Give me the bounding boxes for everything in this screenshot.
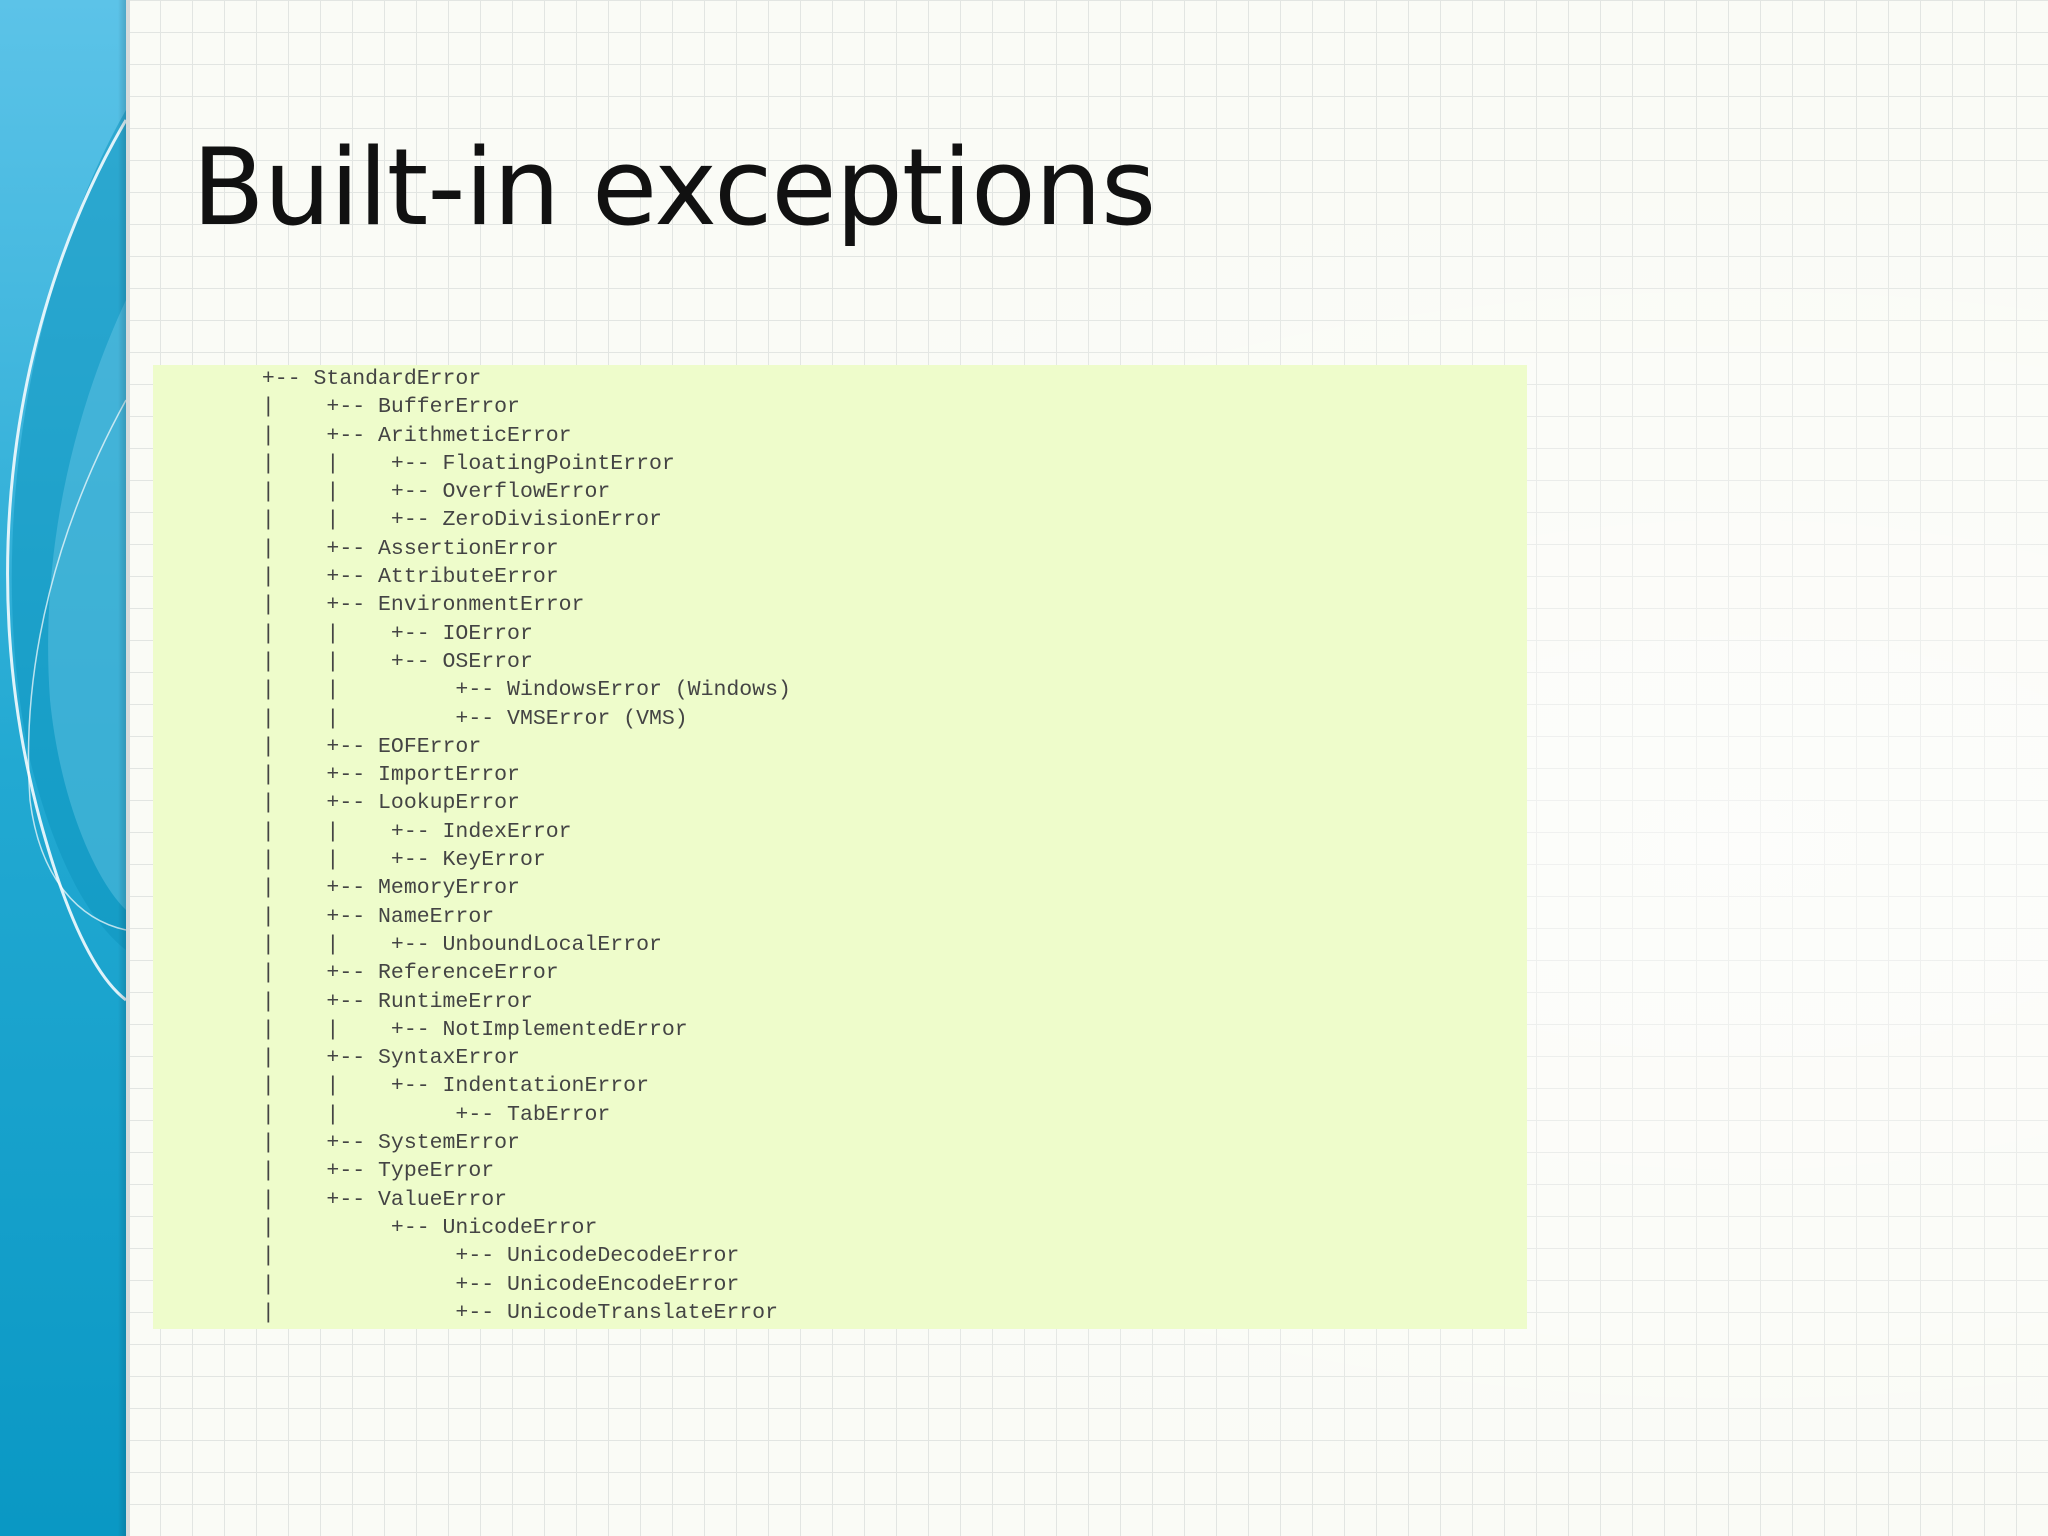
hierarchy-line: | | +-- NotImplementedError [249, 1017, 688, 1042]
hierarchy-line: | | +-- ZeroDivisionError [249, 508, 662, 533]
hierarchy-line: | +-- NameError [249, 904, 495, 929]
hierarchy-line: | +-- MemoryError [249, 876, 520, 901]
hierarchy-line: | +-- SyntaxError [249, 1046, 520, 1071]
hierarchy-line: | +-- ArithmeticError [249, 423, 572, 448]
slide-title: Built-in exceptions [192, 126, 1156, 249]
exception-hierarchy-code: +-- StandardError | +-- BufferError | +-… [249, 365, 791, 1327]
hierarchy-line: | | +-- VMSError (VMS) [249, 706, 688, 731]
hierarchy-line: | +-- UnicodeTranslateError [249, 1300, 778, 1325]
hierarchy-line: | | +-- KeyError [249, 848, 546, 873]
hierarchy-line: | +-- SystemError [249, 1131, 520, 1156]
hierarchy-line: | +-- ValueError [249, 1187, 508, 1212]
hierarchy-line: | +-- LookupError [249, 791, 520, 816]
wave-decoration-icon [0, 0, 130, 1536]
hierarchy-line: | +-- AttributeError [249, 565, 559, 590]
hierarchy-line: | | +-- UnboundLocalError [249, 932, 662, 957]
hierarchy-line: | +-- UnicodeError [249, 1215, 598, 1240]
decorative-side-band [0, 0, 130, 1536]
hierarchy-line: | | +-- TabError [249, 1102, 611, 1127]
hierarchy-line: | | +-- IndexError [249, 819, 572, 844]
hierarchy-line: | | +-- IndentationError [249, 1074, 649, 1099]
hierarchy-line: | +-- EnvironmentError [249, 593, 585, 618]
hierarchy-line: | +-- EOFError [249, 734, 482, 759]
hierarchy-line: | +-- BufferError [249, 395, 520, 420]
hierarchy-line: | +-- ReferenceError [249, 961, 559, 986]
hierarchy-line: | | +-- OSError [249, 649, 533, 674]
hierarchy-line: | | +-- FloatingPointError [249, 451, 675, 476]
hierarchy-line: | +-- TypeError [249, 1159, 495, 1184]
hierarchy-line: | +-- RuntimeError [249, 989, 533, 1014]
exception-hierarchy-panel: +-- StandardError | +-- BufferError | +-… [153, 365, 1527, 1329]
hierarchy-line: | +-- ImportError [249, 763, 520, 788]
hierarchy-line: +-- StandardError [249, 367, 482, 391]
hierarchy-line: | +-- UnicodeEncodeError [249, 1272, 740, 1297]
hierarchy-line: | +-- AssertionError [249, 536, 559, 561]
hierarchy-line: | | +-- OverflowError [249, 480, 611, 505]
hierarchy-line: | | +-- WindowsError (Windows) [249, 678, 791, 703]
hierarchy-line: | | +-- IOError [249, 621, 533, 646]
hierarchy-line: | +-- UnicodeDecodeError [249, 1244, 740, 1269]
